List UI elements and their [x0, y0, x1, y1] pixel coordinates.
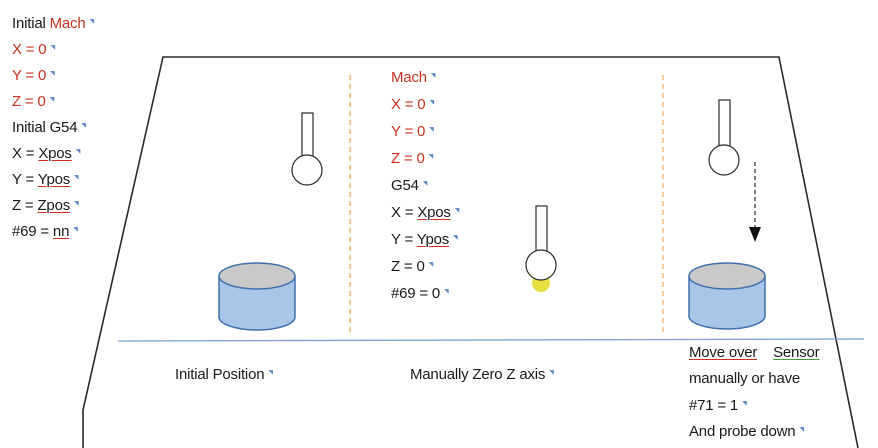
label-mid-mach-z: Z = 0 — [391, 148, 433, 168]
caption-move-over-sensor: Move over Sensor — [689, 344, 820, 361]
caption-probe-down: And probe down — [689, 421, 804, 441]
label-mid-mach-y: Y = 0 — [391, 121, 434, 141]
probe-down-arrow — [749, 162, 761, 242]
label-mid-g54: G54 — [391, 175, 427, 195]
label-mid-var69: #69 = 0 — [391, 283, 449, 303]
label-mid-g54-z: Z = 0 — [391, 256, 433, 276]
caption-manually-or-have: manually or have — [689, 370, 801, 387]
caption-var71: #71 = 1 — [689, 395, 747, 415]
label-left-var69: #69 = nn — [12, 221, 78, 241]
caption-initial-position: Initial Position — [175, 364, 273, 384]
label-mid-mach-x: X = 0 — [391, 94, 434, 114]
probe-over-sensor — [708, 99, 740, 176]
label-left-mach-y: Y = 0 — [12, 65, 55, 85]
probe-zeroed — [525, 205, 557, 292]
label-left-mach-x: X = 0 — [12, 39, 55, 59]
label-initial-g54: Initial G54 — [12, 117, 86, 137]
label-left-g54-z: Z = Zpos — [12, 195, 78, 215]
label-initial-mach: Initial Mach — [12, 13, 94, 33]
label-mid-mach: Mach — [391, 67, 435, 87]
label-left-mach-z: Z = 0 — [12, 91, 54, 111]
label-left-g54-y: Y = Ypos — [12, 169, 78, 189]
label-mid-g54-y: Y = Ypos — [391, 229, 457, 249]
label-mid-g54-x: X = Xpos — [391, 202, 459, 222]
platform-outline — [82, 56, 859, 448]
label-left-g54-x: X = Xpos — [12, 143, 80, 163]
baseline — [117, 338, 865, 342]
sensor-cylinder-right — [688, 262, 766, 330]
caption-manually-zero-z: Manually Zero Z axis — [410, 364, 554, 384]
probe-initial — [291, 112, 323, 186]
sensor-cylinder-left — [218, 262, 296, 331]
